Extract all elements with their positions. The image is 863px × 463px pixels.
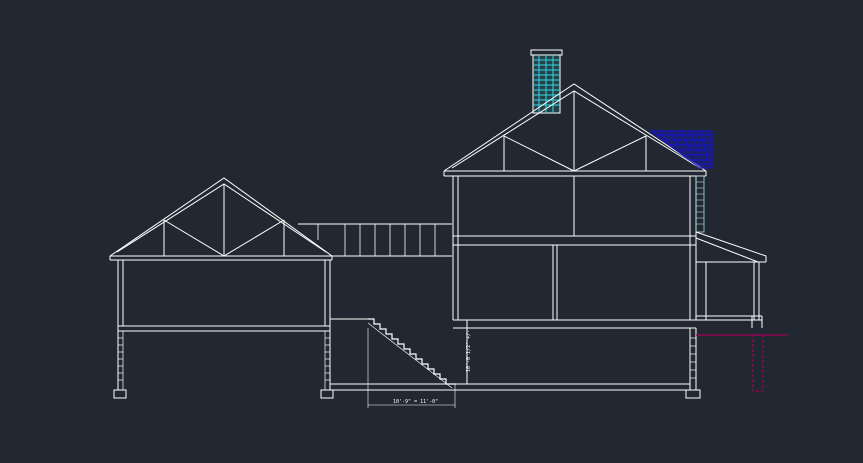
left-footing-2 — [320, 389, 334, 399]
left-foundation-blocks — [118, 331, 330, 390]
basement — [330, 318, 696, 408]
left-footing-1 — [113, 389, 127, 399]
breezeway-connector — [298, 223, 452, 257]
porch-roof — [695, 231, 767, 262]
stair-stringer — [367, 322, 453, 389]
left-wing — [109, 177, 334, 399]
main-truss-web — [503, 91, 647, 172]
porch-foundation — [696, 334, 788, 392]
main-roof-outline — [443, 83, 707, 172]
left-truss-web — [163, 184, 285, 257]
left-roof-inner — [116, 183, 327, 253]
roof-hatch-section — [648, 130, 713, 169]
porch-pier — [752, 334, 764, 392]
porch — [695, 231, 767, 328]
stair-run-dimension: 10'-9" = 11'-0" — [393, 399, 438, 405]
main-footing — [685, 389, 701, 399]
left-roof-outline — [109, 177, 333, 257]
stair-rise-dimension: 10'-0 1/2" +/- — [466, 330, 472, 372]
main-house — [443, 49, 713, 399]
chimney — [530, 49, 563, 114]
porch-roof-inner — [695, 237, 759, 263]
siding-strip — [695, 175, 705, 233]
basement-stairs — [368, 318, 456, 385]
main-roof-inner — [451, 90, 701, 169]
